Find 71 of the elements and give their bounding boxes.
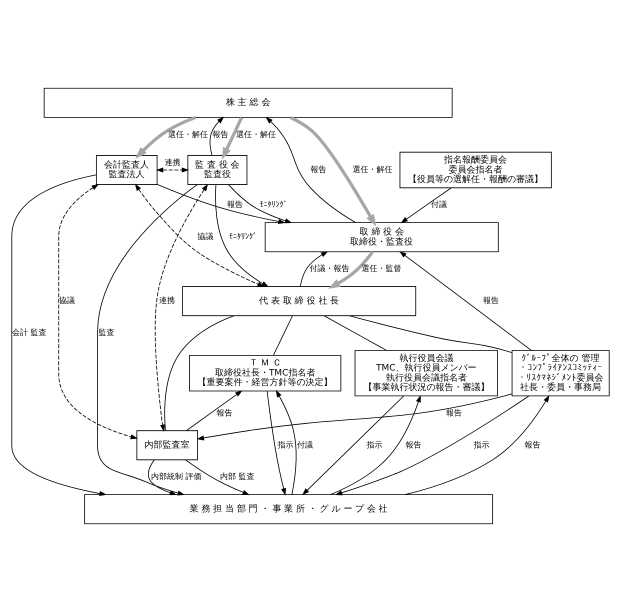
- node-box: 業 務 担 当 部 門 ・ 事 業 所 ・ グ ル ー プ 会 社: [84, 494, 494, 524]
- connector: [324, 314, 388, 350]
- edge-label: 内部統制 評価: [150, 470, 202, 481]
- edge-label: 会計 監査: [12, 326, 46, 337]
- arrow: [228, 184, 292, 223]
- node-box: 会計監査人 監査法人: [96, 154, 158, 184]
- edge-label: 選任・解任: [236, 128, 276, 138]
- arrow: [335, 394, 530, 495]
- arrow: [156, 166, 190, 172]
- connector: [348, 314, 512, 353]
- edge-label: 付議: [431, 198, 448, 209]
- edge-label: 協議: [197, 230, 214, 241]
- edge-label: 報告: [310, 164, 327, 174]
- edge-label: 選任・解任: [352, 164, 392, 174]
- edge-label: 報告: [227, 198, 244, 209]
- arrow: [276, 390, 296, 494]
- arrow: [290, 116, 376, 226]
- arrow: [11, 174, 107, 496]
- edge-label: 連携: [164, 156, 180, 167]
- edge-label: 付議・報告: [310, 262, 350, 273]
- edge-label: 報告: [446, 406, 462, 417]
- edge-label: 付議: [296, 438, 313, 449]
- arrow: [134, 183, 265, 287]
- arrow: [148, 458, 177, 495]
- node-box: 内部監査室: [136, 430, 198, 460]
- arrow: [186, 390, 242, 431]
- edge-label: 指示: [277, 438, 294, 449]
- edge-label: 指示: [366, 438, 382, 449]
- arrow: [58, 183, 138, 439]
- node-box: 指名報酬委員会 委員会指名者 【役員等の選解任・報酬の審議】: [400, 151, 552, 188]
- edge-label: ﾓﾆﾀﾘﾝｸﾞ: [260, 198, 288, 209]
- edge-label: 報告: [216, 406, 233, 417]
- node-box: 監 査 役 会 監査役: [187, 154, 248, 184]
- edge-label: 選任・解任: [168, 128, 208, 138]
- arrow: [400, 186, 452, 223]
- arrow: [210, 116, 224, 156]
- arrow: [266, 390, 286, 496]
- edge-label: 報告: [405, 438, 422, 449]
- node-box: 株 主 総 会: [44, 87, 453, 118]
- arrow: [328, 250, 374, 288]
- connector: [164, 314, 234, 430]
- arrow: [222, 116, 244, 160]
- arrow: [97, 184, 198, 495]
- node-box: 執行役員会議 TMC、執行役員メンバー 執行役員会議指名者 【事業執行状況の報告・審議】: [354, 350, 498, 396]
- arrow: [266, 116, 356, 222]
- edge-label: 報告: [212, 128, 229, 138]
- arrow: [404, 394, 550, 494]
- arrow: [399, 250, 532, 350]
- arrow: [215, 184, 269, 287]
- arrow: [156, 184, 286, 224]
- edge-label: 指示: [473, 438, 490, 449]
- edge-label: ﾓﾆﾀﾘﾝｸﾞ: [228, 230, 257, 241]
- arrow: [196, 392, 512, 440]
- edge-label: 監査: [98, 326, 114, 337]
- edge-label: 報告: [483, 294, 500, 305]
- node-box: Ｔ Ｍ Ｃ 取締役社長・TMC指名者 【重要案件・経営方針等の決定】: [189, 354, 342, 391]
- arrow: [300, 250, 328, 286]
- edge-label: 連携: [159, 294, 176, 305]
- arrow: [135, 115, 196, 158]
- arrow: [154, 183, 208, 432]
- edge-label: 報告: [524, 438, 540, 449]
- edge-label: 選任・監督: [361, 262, 402, 273]
- node-box: 代 表 取 締 役 社 長: [182, 286, 416, 316]
- connector: [273, 314, 293, 356]
- node-box: 取 締 役 会 取締役・監査役: [264, 222, 499, 252]
- edge-label: 協議: [58, 294, 75, 305]
- node-box: ｸﾞﾙｰﾌﾟ全体の 管理 ・ｺﾝﾌﾟﾗｲｱﾝｽｺﾐｯﾃｨｰ ・ﾘｽｸﾏﾈｼﾞﾒﾝﾄ委員会 社長・委員・事務局: [512, 350, 610, 396]
- edge-label: 内部 監査: [220, 470, 255, 481]
- arrow: [302, 394, 404, 495]
- arrow: [330, 394, 421, 494]
- arrow: [185, 459, 250, 495]
